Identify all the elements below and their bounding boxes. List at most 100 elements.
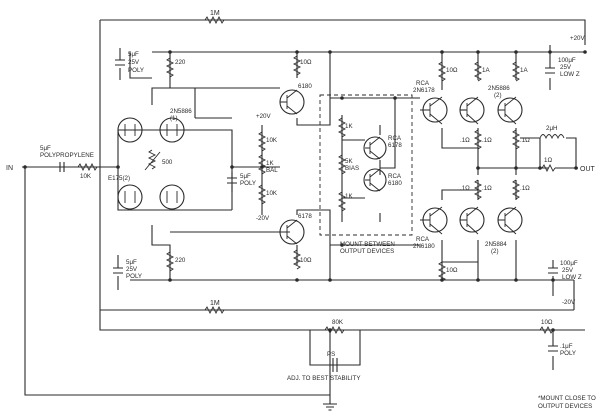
label-10k-a: 10K (266, 137, 278, 144)
label-minus20-right: -20V (562, 299, 576, 306)
label-c100-bot-1: 100μF (560, 260, 578, 267)
label-rca-6180-2: 6180 (388, 180, 402, 187)
label-1m-bottom: 1M (210, 300, 220, 307)
transistor-rca-6178 (363, 136, 387, 160)
potentiometer-500 (144, 149, 161, 171)
resistor-1m-bottom (204, 305, 225, 315)
capacitor-01uf (548, 345, 558, 352)
label-bias: BIAS (345, 165, 359, 172)
resistor-220-bottom (165, 251, 175, 272)
label-10-top: 10Ω (300, 59, 312, 66)
label-c100-bot-2: 25V (562, 267, 574, 274)
capacitor-ps (332, 358, 338, 372)
label-220-bottom: 220 (175, 257, 186, 264)
resistor-1k-bal (257, 154, 267, 175)
label-cap-top-1: 5μF (128, 51, 139, 58)
label-2n5886-1b: (1) (170, 115, 178, 122)
label-10-out-a: 10Ω (446, 67, 458, 74)
transistor-6180 (279, 89, 305, 115)
label-rca-2n6180-1: RCA (416, 236, 430, 243)
label-mount-1: MOUNT BETWEEN (340, 241, 395, 248)
label-note-2: OUTPUT DEVICES (538, 403, 592, 410)
label-6180: 6180 (298, 83, 312, 90)
resistor-10-out-b (437, 261, 447, 282)
resistor-1k-bias-b (337, 191, 347, 212)
label-c100-bot-3: LOW Z (562, 274, 582, 281)
resistor-220-top (165, 57, 175, 78)
resistor-10k-a (257, 131, 267, 152)
label-cap-mid-2: POLY (240, 180, 256, 187)
label-c100-top-1: 100μF (558, 57, 576, 64)
label-10-bottom: 10Ω (300, 257, 312, 264)
transistor-2n5886-out-a (459, 96, 485, 125)
label-rca-6178-2: 6178 (388, 142, 402, 149)
resistor-01-c (473, 179, 483, 200)
resistor-80k (324, 325, 345, 335)
label-6178: 6178 (298, 213, 312, 220)
resistor-10-driver-top (292, 55, 302, 76)
resistor-01-a (473, 129, 483, 150)
label-rca-2n6178-2: 2N6178 (413, 87, 435, 94)
label-cap-bot-3: POLY (126, 273, 142, 280)
resistor-1a-a (473, 61, 483, 82)
label-2n5886-2: 2N5886 (488, 85, 510, 92)
label-cap-bot-2: 25V (126, 266, 138, 273)
label-01-b: .1Ω (482, 137, 492, 144)
transistor-2n6178 (420, 96, 448, 125)
resistor-5k-bias (337, 154, 347, 175)
label-1m-top: 1M (210, 10, 220, 17)
capacitor-input (59, 162, 65, 172)
label-rca-2n6180-2: 2N6180 (413, 243, 435, 250)
label-2n5884-2: (2) (491, 248, 499, 255)
transistor-2n5886-1 (117, 117, 185, 143)
label-mount-2: OUTPUT DEVICES (340, 248, 394, 255)
label-in-cap-2: POLYPROPYLENE (40, 152, 94, 159)
label-01-e: .1Ω (482, 185, 492, 192)
transistor-e175-pair (117, 184, 185, 210)
ground-icon (323, 402, 337, 411)
resistor-10-driver-bottom (292, 249, 302, 270)
resistor-10k-b (257, 184, 267, 205)
label-c100-top-3: LOW Z (560, 71, 580, 78)
resistor-01-b (511, 129, 521, 150)
label-minus20-mid: -20V (256, 215, 270, 222)
label-1-out: 1Ω (544, 157, 552, 164)
label-01-f: .1Ω (520, 185, 530, 192)
transistor-rca-6180 (363, 168, 387, 192)
label-adj: ADJ. TO BEST STABILITY (287, 375, 360, 382)
transistor-2n5886-out-b (497, 96, 523, 125)
label-cap-bot-1: 5μF (126, 259, 137, 266)
resistor-10k-input (77, 162, 98, 172)
capacitor-5uf-top (115, 59, 125, 66)
resistor-10-out-a (437, 61, 447, 82)
resistor-1a-b (511, 61, 521, 82)
label-1k-bias-a: 1K (345, 123, 353, 130)
label-pot-500: 500 (162, 159, 173, 166)
label-cap-top-2: 25V (128, 59, 140, 66)
label-01-d: .1Ω (460, 185, 470, 192)
transistor-2n6180 (420, 206, 448, 235)
transistors (117, 89, 523, 245)
label-1k-bias-b: 1K (345, 193, 353, 200)
label-01-a: .1Ω (460, 137, 470, 144)
label-2n5886-2b: (2) (494, 92, 502, 99)
label-10k-b: 10K (266, 190, 278, 197)
resistor-1m-top (204, 15, 225, 25)
transistor-6178 (279, 219, 305, 245)
label-10-feedback: 10Ω (541, 319, 553, 326)
label-220-top: 220 (175, 59, 186, 66)
label-cap-top-3: POLY (128, 67, 144, 74)
label-out: OUT (580, 166, 596, 173)
capacitor-100uf-top (545, 67, 555, 74)
label-rca-2n6178-1: RCA (416, 80, 430, 87)
resistor-1k-bias-a (337, 117, 347, 138)
junction-dots (23, 50, 587, 332)
label-e175: E175(2) (108, 175, 130, 182)
inductor-2uh (539, 134, 565, 140)
resistors (77, 15, 556, 335)
mount-between-box (319, 94, 413, 236)
transistor-2n5884-out-a (459, 206, 485, 235)
capacitor-5uf-mid (227, 177, 237, 184)
capacitor-5uf-bottom (113, 267, 123, 274)
